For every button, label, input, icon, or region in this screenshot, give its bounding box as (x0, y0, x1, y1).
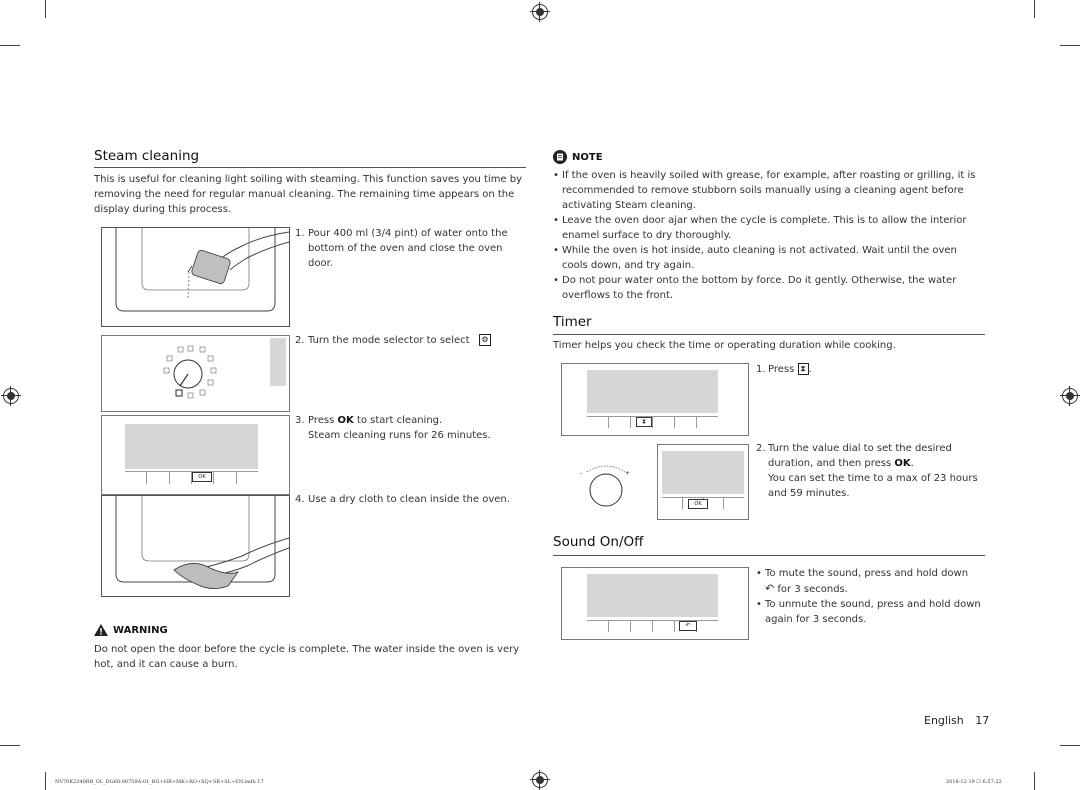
note-item: Do not pour water onto the bottom by for… (553, 273, 985, 303)
timer-step1: Press ⧗. (768, 363, 812, 375)
warning-text: Do not open the door before the cycle is… (94, 644, 520, 670)
sound-item1-text-b: for 3 seconds. (777, 584, 848, 595)
steam-step1: Pour 400 ml (3/4 pint) of water onto the… (308, 228, 508, 269)
ok-keyword: OK (894, 458, 911, 469)
svg-text:-: - (580, 470, 582, 477)
display-screen (662, 451, 744, 494)
steam-step3: Press OK to start cleaning. Steam cleani… (308, 413, 523, 443)
sound-panel-illustration: ↶ (561, 567, 749, 640)
steam-clean-mode-icon: ⚙ (479, 334, 491, 346)
steam-step2: Turn the mode selector to select (308, 335, 470, 346)
mode-selector-drawing (163, 338, 286, 399)
back-button-icon: ↶ (679, 621, 697, 631)
warning-heading: WARNING (94, 624, 168, 636)
sound-item-mute: To mute the sound, press and hold down ↶… (756, 566, 988, 597)
step-number: 3. (295, 415, 305, 426)
timer-ok-panel: OK (657, 444, 749, 520)
oven-wipe-drawing (115, 496, 290, 589)
note-list: If the oven is heavily soiled with greas… (553, 168, 985, 303)
crop-mark (0, 45, 20, 46)
crop-mark (45, 772, 46, 790)
timer-intro: Timer helps you check the time or operat… (553, 340, 896, 351)
warning-label: WARNING (113, 624, 168, 636)
registration-mark-icon (1, 386, 21, 406)
crop-mark (45, 0, 46, 18)
note-item: Leave the oven door ajar when the cycle … (553, 213, 985, 243)
step-number: 2. (295, 335, 305, 346)
crop-mark (1034, 772, 1035, 790)
page-footer: English 17 (924, 714, 989, 727)
back-arrow-icon: ↶ (765, 582, 775, 595)
button-row (125, 471, 258, 484)
crop-mark (0, 745, 20, 746)
display-screen (125, 424, 258, 469)
section-rule (94, 167, 526, 168)
sound-list: To mute the sound, press and hold down ↶… (756, 566, 988, 627)
timer-step2-text-a: Turn the value dial to set the desired d… (768, 443, 952, 469)
page-number: 17 (975, 714, 990, 727)
step-number: 1. (756, 364, 766, 375)
ok-button: OK (192, 472, 212, 482)
display-screen (587, 370, 718, 413)
step3-text-a: Press (308, 415, 335, 426)
sound-item1-text: To mute the sound, press and hold down (765, 568, 969, 579)
steam-step4: Use a dry cloth to clean inside the oven… (308, 494, 510, 505)
control-panel-illustration: OK (101, 415, 290, 495)
hourglass-icon: ⧗ (797, 363, 809, 375)
note-heading: NOTE (553, 150, 603, 164)
note-label: NOTE (572, 151, 603, 163)
display-screen (587, 574, 718, 617)
oven-pour-illustration (101, 227, 290, 327)
ok-button: OK (688, 499, 708, 509)
note-item: If the oven is heavily soiled with greas… (553, 168, 985, 213)
crop-mark (1060, 45, 1080, 46)
timer-panel-illustration: ⧗ (561, 363, 749, 436)
timer-step1-text: Press (768, 364, 795, 375)
step-number: 1. (295, 228, 305, 239)
button-row (587, 620, 718, 632)
value-dial-illustration: -+ OK (561, 444, 749, 520)
note-icon (553, 150, 567, 164)
value-dial-drawing: -+ (580, 465, 630, 507)
timer-step2: Turn the value dial to set the desired d… (768, 443, 978, 499)
print-footer-left: NV70K2340RB_OL_DG68-00759A-01_BG+HR+MK+R… (55, 779, 264, 785)
oven-wipe-illustration (101, 495, 290, 597)
oven-pour-drawing (115, 228, 290, 312)
registration-mark-icon (1060, 386, 1080, 406)
section-title-steam-cleaning: Steam cleaning (94, 148, 200, 164)
step3-text-c: Steam cleaning runs for 26 minutes. (308, 430, 491, 441)
warning-triangle-icon (94, 624, 108, 636)
page-language: English (924, 714, 964, 727)
section-rule (553, 555, 985, 556)
registration-mark-icon (530, 770, 550, 790)
steam-intro: This is useful for cleaning light soilin… (94, 174, 523, 215)
section-title-timer: Timer (553, 314, 592, 330)
print-footer-right: 2016-12-19 ☐ 6:57:22 (946, 779, 1002, 785)
note-item: While the oven is hot inside, auto clean… (553, 243, 985, 273)
crop-mark (1060, 745, 1080, 746)
timer-step2-text-b: You can set the time to a max of 23 hour… (768, 473, 978, 499)
timer-button-icon: ⧗ (636, 417, 652, 427)
step-number: 2. (756, 443, 766, 454)
mode-selector-panel (101, 335, 290, 412)
ok-keyword: OK (337, 415, 354, 426)
sound-item-unmute: To unmute the sound, press and hold down… (756, 597, 988, 627)
step3-text-b: to start cleaning. (356, 415, 443, 426)
section-title-sound: Sound On/Off (553, 534, 644, 550)
svg-text:+: + (625, 470, 630, 477)
crop-mark (1034, 0, 1035, 18)
section-rule (553, 334, 985, 335)
step-number: 4. (295, 494, 305, 505)
registration-mark-icon (530, 2, 550, 22)
button-row (587, 416, 718, 428)
